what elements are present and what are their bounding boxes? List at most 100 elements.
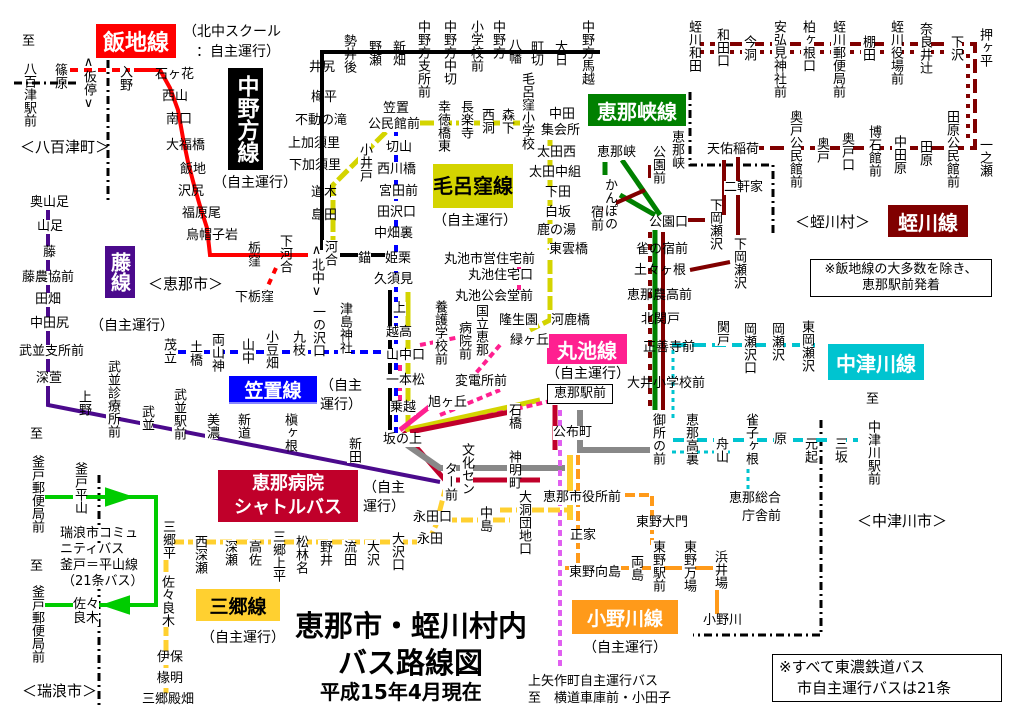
stop-label: ター前 [442, 462, 457, 501]
route-iiji [134, 68, 308, 257]
stop-label: 蛭川役場前 [888, 20, 903, 85]
stop-label: 太田西 [537, 145, 577, 160]
stop-label: 一本松 [386, 373, 426, 388]
route-gray [405, 410, 650, 471]
stop-label: 町切 [528, 40, 543, 66]
stop-label: 浜井場 [712, 550, 727, 589]
line-label-murokubo: 毛呂窪線 [433, 164, 513, 208]
map-subtitle: バス路線図 [338, 646, 484, 680]
mizunami-note-4: （21条バス） [62, 574, 144, 589]
arrow-left-icon [100, 595, 130, 615]
stop-label: 茂立 [161, 338, 176, 364]
stop-label: 恵那市役所前 [543, 490, 622, 505]
hospital-note-1: （自主 [363, 480, 405, 496]
stop-label: 毛呂窪小学校 [519, 72, 534, 150]
stop-label: 隆生園 [499, 313, 539, 328]
stop-label: 小豆畑 [263, 330, 278, 369]
hospital-label-2: シャトルバス [234, 497, 342, 518]
stop-label: 公園前 [650, 145, 665, 184]
stop-label: 蛭川和田 [686, 20, 701, 72]
stop-label: 一の沢口 [310, 305, 325, 357]
stop-label: 八幡 [506, 38, 521, 64]
stop-label: 太田中組 [529, 165, 582, 180]
iiji-note-1: （北中スクール [183, 24, 281, 40]
stop-label: 武並駅前 [171, 388, 186, 440]
stop-label: 奥戸 [814, 137, 829, 163]
stop-label: 和田口 [714, 28, 729, 67]
stop-label: 錨 [358, 251, 372, 266]
stop-label: 森下 [499, 108, 514, 134]
line-label-nakatsugawa: 中津川線 [828, 344, 924, 380]
stop-label: 梅平 [311, 90, 338, 105]
stop-label: 養護学校前 [432, 300, 447, 365]
stop-label: 大洞団地口 [516, 490, 531, 555]
stop-label: 石橋 [506, 403, 521, 429]
region-nakatsugawa: ＜中津川市＞ [857, 512, 948, 530]
stop-label: 山中 [239, 338, 254, 364]
stop-label: 九枝 [290, 330, 305, 356]
stop-label: 庁舎前 [742, 509, 782, 524]
stop-label: 下岡瀬沢 [731, 237, 746, 289]
stop-label: 中津川駅前 [865, 420, 880, 485]
stop-label: 文化セン [459, 443, 474, 495]
stop-label: 丸池公会堂前 [455, 289, 534, 304]
stop-label: 棚田 [860, 35, 875, 61]
stop-label: 正善寺前 [643, 340, 696, 355]
stop-label: 津島神社 [337, 302, 352, 354]
kasagi-note-1: （自主 [320, 378, 362, 394]
stop-label: 藤 [43, 245, 57, 260]
stop-label: 中田尻 [30, 316, 70, 331]
stop-label: 久須見 [374, 272, 414, 287]
line-label-fuji: 藤線 [105, 246, 135, 298]
stop-label: 勢井後 [341, 34, 356, 73]
stop-label: 西深瀬 [192, 535, 207, 574]
stop-label: 深萱 [36, 371, 63, 386]
stop-label: 大日 [552, 40, 567, 66]
stop-label: 恵那農高前 [627, 288, 693, 303]
stop-label: 東岡瀬沢 [799, 320, 814, 372]
stop-label: 中田原 [891, 135, 906, 174]
stop-label: 東野向島 [569, 565, 622, 580]
stop-label: 大沢 [364, 540, 379, 566]
route-murokubo [330, 120, 553, 333]
to-label: 至 [22, 34, 36, 49]
murokubo-note: （自主運行） [433, 213, 517, 229]
stop-label: 押ヶ平 [977, 28, 992, 67]
stop-label: 槇ヶ根 [282, 413, 297, 452]
stop-label: 奥戸公民館前 [787, 110, 802, 188]
stop-label: 公園口 [649, 215, 689, 230]
departure-note: ※飯地線の大多数を除き、 恵那駅前発着 [810, 259, 992, 297]
stop-label: 蛭川郵便局前 [830, 20, 845, 98]
stop-label: 笠置 [383, 101, 410, 116]
boundary-hirukawa [688, 92, 775, 237]
stop-label: 西川橋 [377, 162, 417, 177]
stop-label: 東雲橋 [549, 242, 589, 257]
stop-label: 大福橋 [166, 138, 206, 153]
stop-label: 下加須里 [289, 158, 342, 173]
stop-label: 三郷平 [160, 520, 175, 559]
stop-label: 中田 [549, 107, 576, 122]
stop-label: 神明町 [506, 450, 521, 489]
stop-label: 福原尾 [182, 206, 222, 221]
stop-label: 雀の宿前 [636, 242, 689, 257]
stop-label: 長楽寺 [458, 100, 473, 139]
region-hirukawa: ＜蛭川村＞ [795, 213, 871, 231]
stop-label: ∧仮停∨ [81, 55, 96, 111]
stop-label: 山中口 [386, 348, 426, 363]
to-label: 至 [30, 427, 44, 442]
stop-label: 幸徳橋東 [435, 100, 450, 152]
stop-label: 中野方中切 [441, 20, 456, 85]
stop-label: 北関戸 [641, 312, 681, 327]
mizunami-note-3: 釜戸＝平山線 [60, 558, 139, 573]
stop-label: 釜戸郵便局前 [29, 585, 44, 663]
stop-label: 恵那峡 [597, 145, 637, 160]
stop-label: 美濃 [204, 413, 219, 439]
line-label-maruike: 丸池線 [547, 334, 627, 364]
stop-label: 原 [774, 432, 788, 447]
stop-label: 安弘見神社前 [771, 20, 786, 98]
region-mizunami: ＜瑞浪市＞ [22, 682, 98, 700]
stop-label: 舟山 [713, 437, 728, 463]
stop-label: 八百津駅前 [21, 62, 36, 127]
stop-label: 良木 [73, 611, 100, 626]
stop-label: 公民館前 [368, 117, 421, 132]
